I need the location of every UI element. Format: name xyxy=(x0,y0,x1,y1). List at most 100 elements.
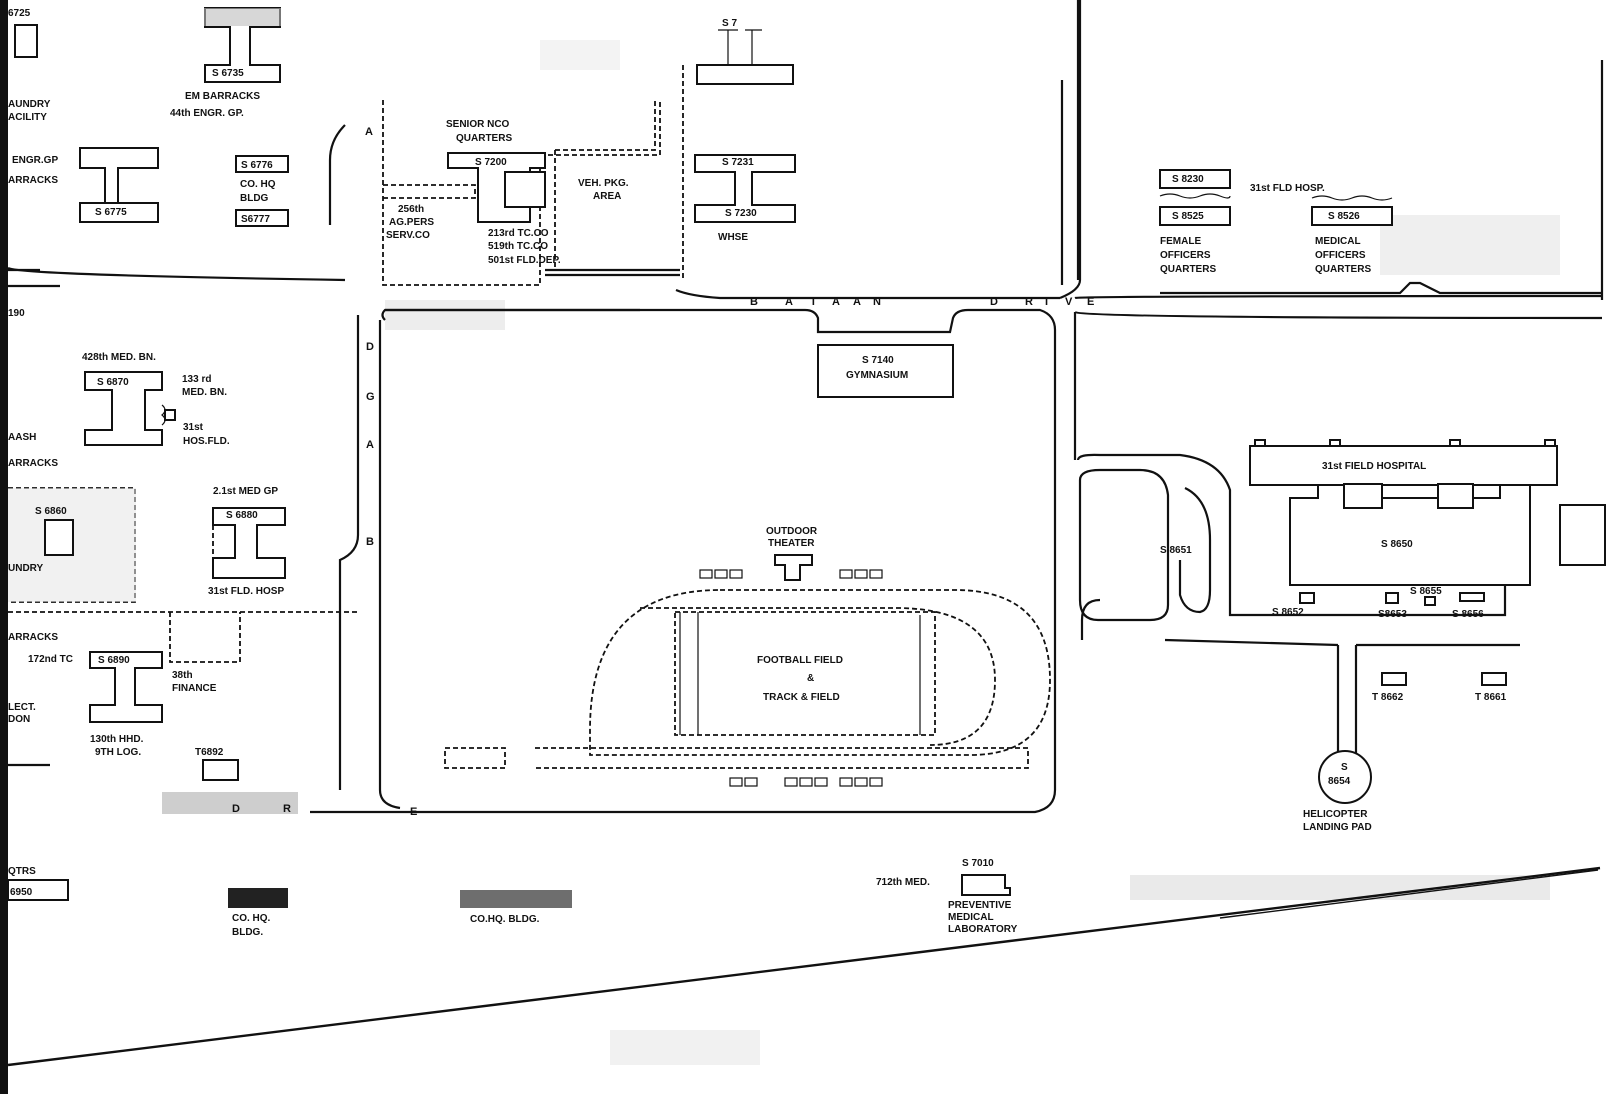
label: SERV.CO xyxy=(386,230,430,241)
label: 501st FLD.DEP. xyxy=(488,255,561,266)
building-number: S 6775 xyxy=(95,207,127,218)
label: 256th xyxy=(398,204,424,215)
road-letter: A xyxy=(365,126,373,138)
label: LABORATORY xyxy=(948,924,1018,935)
building-number: S 7140 xyxy=(862,355,894,366)
road-letter: B xyxy=(750,296,758,308)
label: 712th MED. xyxy=(876,877,930,888)
road-letter: E xyxy=(410,806,417,818)
building-number: S 7230 xyxy=(725,208,757,219)
label: OFFICERS xyxy=(1315,250,1366,261)
label: 2.1st MED GP xyxy=(213,486,278,497)
building-number: S 6880 xyxy=(226,510,258,521)
label: 31st xyxy=(183,422,204,433)
building-number: S 6890 xyxy=(98,655,130,666)
label: LECT. xyxy=(8,702,36,713)
building-number: S 8526 xyxy=(1328,211,1360,222)
label: ENGR.GP xyxy=(12,155,58,166)
label: FOOTBALL FIELD xyxy=(757,655,843,666)
road-letter: B xyxy=(366,536,374,548)
label: 519th TC.CO xyxy=(488,241,548,252)
building-number: 190 xyxy=(8,308,25,319)
building-number: S 7010 xyxy=(962,858,994,869)
building-number: S 6776 xyxy=(241,160,273,171)
label: AG.PERS xyxy=(389,217,434,228)
road-letter: T xyxy=(810,296,817,308)
label: AASH xyxy=(8,432,36,443)
building-number: S6777 xyxy=(241,214,270,225)
road-letter: D xyxy=(990,296,998,308)
label: ARRACKS xyxy=(8,632,58,643)
building-number: T6892 xyxy=(195,747,224,758)
label: EM BARRACKS xyxy=(185,91,260,102)
road-letter: R xyxy=(1025,296,1033,308)
label: PREVENTIVE xyxy=(948,900,1012,911)
building-number: S 8651 xyxy=(1160,545,1192,556)
label: CO. HQ xyxy=(240,179,276,190)
label: QUARTERS xyxy=(1160,264,1216,275)
label: 428th MED. BN. xyxy=(82,352,156,363)
building-number: S 6735 xyxy=(212,68,244,79)
label: OUTDOOR xyxy=(766,526,818,537)
label: 9TH LOG. xyxy=(95,747,141,758)
label: HELICOPTER xyxy=(1303,809,1368,820)
label: BLDG. xyxy=(232,927,263,938)
building-number: 8654 xyxy=(1328,776,1351,787)
building-number: S 7 xyxy=(722,18,737,29)
label: 133 rd xyxy=(182,374,211,385)
label: THEATER xyxy=(768,538,815,549)
label: MEDICAL xyxy=(1315,236,1361,247)
label: LANDING PAD xyxy=(1303,822,1372,833)
label: GYMNASIUM xyxy=(846,370,908,381)
label: AUNDRY xyxy=(8,99,51,110)
building-number: S 8656 xyxy=(1452,609,1484,620)
building-number: S 8230 xyxy=(1172,174,1204,185)
label: QTRS xyxy=(8,866,36,877)
building-number: S 7231 xyxy=(722,157,754,168)
structures xyxy=(7,7,1606,1067)
building-number: S 6870 xyxy=(97,377,129,388)
road-letter: A xyxy=(832,296,840,308)
label: 44th ENGR. GP. xyxy=(170,108,244,119)
label: 31st FIELD HOSPITAL xyxy=(1322,461,1426,472)
label: 130th HHD. xyxy=(90,734,144,745)
label: FEMALE xyxy=(1160,236,1201,247)
building-number: S 8650 xyxy=(1381,539,1413,550)
road-letter: A xyxy=(853,296,861,308)
label: ACILITY xyxy=(8,112,47,123)
building-number: 6725 xyxy=(8,8,31,19)
label: 31st FLD. HOSP xyxy=(208,586,284,597)
building-number: T 8662 xyxy=(1372,692,1404,703)
road-letter: N xyxy=(873,296,881,308)
label: SENIOR NCO xyxy=(446,119,510,130)
left-border xyxy=(0,0,8,1094)
scan-noise xyxy=(385,40,1560,1065)
building-number: S 8525 xyxy=(1172,211,1204,222)
map-labels: B A T A A N D R I V E A D G A B D R E 67… xyxy=(8,8,1507,938)
label: AREA xyxy=(593,191,621,202)
label: WHSE xyxy=(718,232,748,243)
building-number: T 8661 xyxy=(1475,692,1507,703)
road-letter: D xyxy=(232,803,240,815)
road-letter: V xyxy=(1065,296,1073,308)
building-number: S 7200 xyxy=(475,157,507,168)
road-letter: I xyxy=(1045,296,1048,308)
building-number: S xyxy=(1341,762,1348,773)
label: BLDG xyxy=(240,193,269,204)
building-number: S 8652 xyxy=(1272,607,1304,618)
label: 213rd TC.CO xyxy=(488,228,549,239)
label: 31st FLD HOSP. xyxy=(1250,183,1325,194)
label: CO.HQ. BLDG. xyxy=(470,914,540,925)
label: OFFICERS xyxy=(1160,250,1211,261)
road-network xyxy=(7,0,1604,814)
label: ARRACKS xyxy=(8,175,58,186)
building-number: 6950 xyxy=(10,887,33,898)
label: 172nd TC xyxy=(28,654,73,665)
label: 38th xyxy=(172,670,193,681)
label: CO. HQ. xyxy=(232,913,271,924)
label: UNDRY xyxy=(8,563,44,574)
road-letter: A xyxy=(366,439,374,451)
label: & xyxy=(807,673,814,684)
road-letter: G xyxy=(366,391,375,403)
building-number: S 6860 xyxy=(35,506,67,517)
